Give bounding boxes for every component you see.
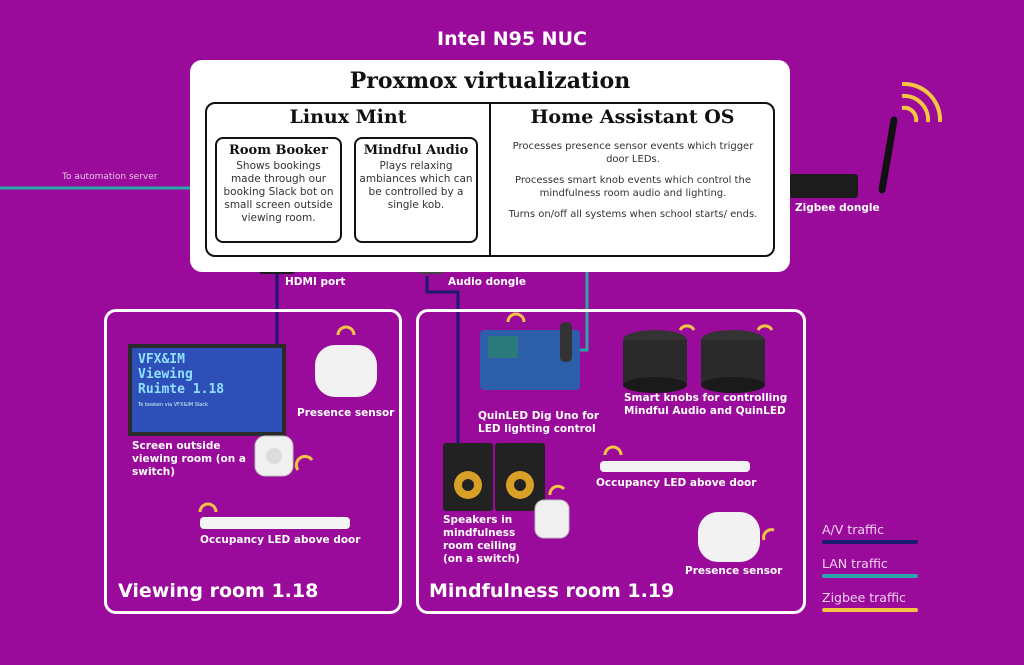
haos-line: Processes presence sensor events which t…: [512, 141, 754, 165]
av-line-audio: [425, 276, 460, 445]
screen-label: Screen outside viewing room (on a switch…: [132, 440, 246, 478]
legend-zigbee-line: [822, 608, 918, 612]
viewing-room-title: Viewing room 1.18: [118, 580, 319, 602]
audio-dongle-label: Audio dongle: [448, 276, 527, 288]
legend-zigbee-label: Zigbee traffic: [822, 590, 906, 605]
vm-divider: [489, 103, 491, 256]
viewing-screen-text: VFX&IM Viewing Ruimte 1.18: [138, 352, 278, 397]
nuc-title: Intel N95 NUC: [437, 28, 587, 50]
haos-description: Processes presence sensor events which t…: [500, 140, 766, 229]
viewing-led-label: Occupancy LED above door: [200, 534, 361, 546]
proxmox-title: Proxmox virtualization: [349, 68, 631, 94]
zigbee-antenna: [878, 81, 943, 194]
mindful-presence-label: Presence sensor: [685, 565, 783, 577]
presence-sensor-mindful: [698, 512, 775, 562]
haos-line: Turns on/off all systems when school sta…: [508, 209, 758, 220]
viewing-room-box: [104, 309, 402, 614]
legend-lan-line: [822, 574, 918, 578]
viewing-presence-label: Presence sensor: [297, 407, 395, 419]
lan-line-quinled: [578, 257, 589, 352]
speakers: [443, 443, 545, 511]
mindful-led-label: Occupancy LED above door: [596, 477, 757, 489]
smart-knobs-label: Smart knobs for controlling Mindful Audi…: [624, 392, 788, 417]
mindful-audio-box: Mindful Audio Plays relaxing ambiances w…: [354, 137, 478, 243]
hdmi-port-label: HDMI port: [285, 276, 346, 288]
mindful-audio-desc: Plays relaxing ambiances which can be co…: [359, 160, 473, 211]
room-booker-desc: Shows bookings made through our booking …: [223, 160, 334, 224]
smart-plug-viewing: [254, 435, 314, 477]
haos-line: Processes smart knob events which contro…: [515, 175, 751, 199]
mindfulness-room-box: [416, 309, 806, 614]
legend-av-label: A/V traffic: [822, 522, 884, 537]
haos-title: Home Assistant OS: [530, 106, 735, 128]
viewing-screen: [128, 344, 286, 436]
quinled-board: [480, 312, 580, 390]
zigbee-dongle-label: Zigbee dongle: [795, 202, 880, 214]
led-bar-viewing: [198, 502, 350, 529]
screen-line: Viewing: [138, 367, 193, 382]
smart-knobs: [623, 324, 774, 393]
screen-line: Ruimte 1.18: [138, 382, 225, 397]
mindfulness-room-title: Mindfulness room 1.19: [429, 580, 675, 602]
legend: A/V traffic LAN traffic Zigbee traffic: [822, 522, 918, 612]
legend-av-line: [822, 540, 918, 544]
automation-server-label: To automation server: [62, 172, 158, 182]
smart-plug-mindful: [534, 484, 570, 539]
led-bar-mindful: [600, 445, 750, 472]
screen-line: VFX&IM: [138, 352, 185, 367]
room-booker-box: Room Booker Shows bookings made through …: [215, 137, 342, 243]
mindful-audio-title: Mindful Audio: [363, 143, 469, 158]
room-booker-title: Room Booker: [229, 143, 328, 158]
linux-mint-title: Linux Mint: [289, 106, 407, 128]
speakers-label: Speakers in mindfulness room ceiling (on…: [443, 514, 520, 565]
screen-subtext: Te boeken via VFX&IM Slack: [138, 402, 209, 408]
quinled-label: QuinLED Dig Uno for LED lighting control: [478, 410, 600, 435]
legend-lan-label: LAN traffic: [822, 556, 888, 571]
presence-sensor-viewing: [315, 325, 377, 397]
